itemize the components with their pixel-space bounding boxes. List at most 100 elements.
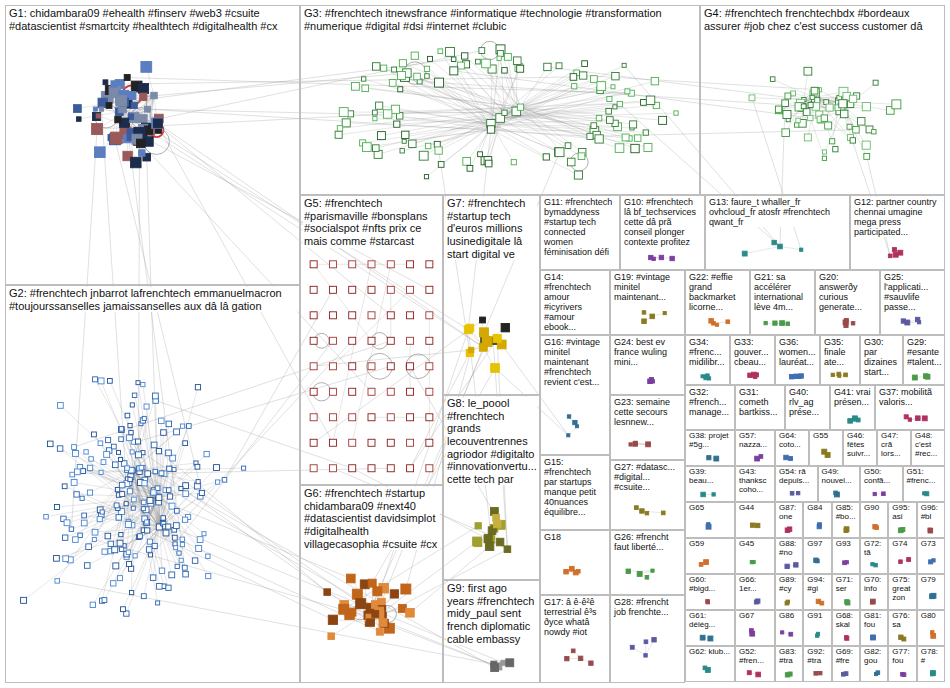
vertex-icon: [407, 388, 414, 395]
vertex-icon: [565, 657, 569, 661]
vertex-icon: [785, 564, 789, 568]
network-edge: [499, 58, 516, 111]
vertex-icon: [92, 529, 98, 535]
vertex-icon: [329, 439, 336, 446]
group-label: G96: #bl: [920, 504, 942, 522]
vertex-icon: [845, 636, 848, 639]
vertex-icon: [606, 117, 613, 124]
vertex-icon: [87, 490, 92, 495]
group-cell: G88: #no: [775, 538, 803, 574]
vertex-icon: [637, 571, 642, 576]
vertex-icon: [862, 103, 870, 111]
network-edge: [121, 429, 159, 527]
vertex-icon: [310, 337, 317, 344]
group-cell: G49: nouvel...: [818, 466, 861, 502]
vertex-icon: [651, 77, 658, 84]
vertex-icon: [145, 520, 149, 524]
group-cell: G77: fou: [888, 646, 916, 682]
group-label: G50: confã...: [863, 468, 900, 486]
vertex-icon: [407, 465, 414, 472]
vertex-icon: [407, 414, 414, 421]
network-edge: [339, 113, 505, 135]
vertex-icon: [426, 261, 433, 268]
vertex-icon: [750, 629, 754, 633]
group-label: G93: [835, 540, 852, 549]
vertex-icon: [844, 373, 848, 377]
vertex-icon: [372, 110, 377, 115]
vertex-icon: [132, 497, 137, 502]
vertex-icon: [847, 124, 852, 129]
vertex-icon: [133, 554, 137, 558]
vertex-icon: [778, 244, 783, 249]
vertex-icon: [565, 143, 571, 149]
group-cell: G33: gouver... cbeau...: [730, 335, 775, 385]
group-label: G6: #frenchtech #startup chidambara09 #n…: [303, 487, 440, 550]
group-cell: G11: #frenchtech bymaddyness #startup te…: [540, 195, 620, 270]
group-cell: G66: 1er...: [735, 574, 775, 610]
group-label: G72: tã: [863, 540, 885, 558]
vertex-icon: [844, 318, 848, 322]
group-label: G95: asi: [891, 504, 913, 522]
vertex-icon: [74, 492, 79, 497]
vertex-icon: [69, 527, 73, 531]
vertex-icon: [383, 110, 391, 118]
network-edge: [454, 71, 820, 119]
group-label: G82: gou: [863, 648, 885, 666]
group-label: G54: rã depuis...: [778, 468, 815, 486]
vertex-icon: [597, 82, 606, 91]
network-edge: [128, 497, 158, 525]
vertex-icon: [242, 466, 246, 470]
group-label: G5: #frenchtech #parismaville #bonsplans…: [303, 197, 440, 248]
group-label: G74: [891, 540, 908, 549]
vertex-icon: [63, 535, 68, 540]
vertex-icon: [113, 563, 119, 569]
vertex-icon: [182, 517, 187, 522]
network-edge: [159, 454, 207, 497]
vertex-icon: [750, 561, 753, 564]
vertex-icon: [578, 153, 585, 160]
group-cell: G85: #bo...: [832, 502, 860, 538]
vertex-icon: [124, 502, 128, 506]
vertex-icon: [339, 604, 349, 614]
vertex-icon: [104, 451, 110, 457]
vertex-icon: [328, 615, 337, 624]
vertex-icon: [803, 109, 810, 116]
group-label: G35: finale ate...: [823, 337, 857, 367]
network-edge: [504, 70, 520, 107]
group-cell: G27: #datasc... #digital... #csuite...: [610, 460, 685, 530]
vertex-icon: [845, 561, 848, 564]
vertex-icon: [631, 144, 639, 152]
network-edge: [107, 454, 160, 527]
vertex-icon: [127, 561, 132, 566]
group-cell: G72: tã: [860, 538, 888, 574]
vertex-icon: [634, 441, 637, 444]
vertex-icon: [356, 599, 366, 609]
vertex-icon: [426, 388, 433, 395]
vertex-icon: [506, 659, 514, 667]
vertex-icon: [407, 439, 414, 446]
group-label: G94: #gi: [806, 576, 828, 594]
vertex-icon: [365, 617, 374, 626]
vertex-icon: [701, 375, 704, 378]
network-edge: [516, 111, 625, 137]
group-cell: G76: sa: [888, 610, 916, 646]
group-label: G62: klub...: [688, 648, 731, 657]
vertex-icon: [204, 451, 209, 456]
vertex-icon: [368, 286, 375, 293]
vertex-icon: [152, 393, 158, 399]
network-edge: [504, 113, 581, 156]
vertex-icon: [121, 607, 126, 612]
vertex-icon: [857, 118, 865, 126]
vertex-icon: [617, 101, 622, 106]
group-label: G7: #frenchtech #startup tech d'euros mi…: [446, 197, 537, 260]
network-edge: [80, 497, 158, 535]
vertex-icon: [112, 462, 118, 468]
network-edge: [520, 86, 601, 107]
network-edge: [159, 467, 198, 497]
vertex-icon: [790, 491, 794, 495]
vertex-icon: [704, 375, 709, 380]
vertex-icon: [426, 465, 433, 472]
vertex-icon: [785, 673, 789, 677]
vertex-icon: [324, 589, 331, 596]
network-edge: [478, 62, 521, 108]
